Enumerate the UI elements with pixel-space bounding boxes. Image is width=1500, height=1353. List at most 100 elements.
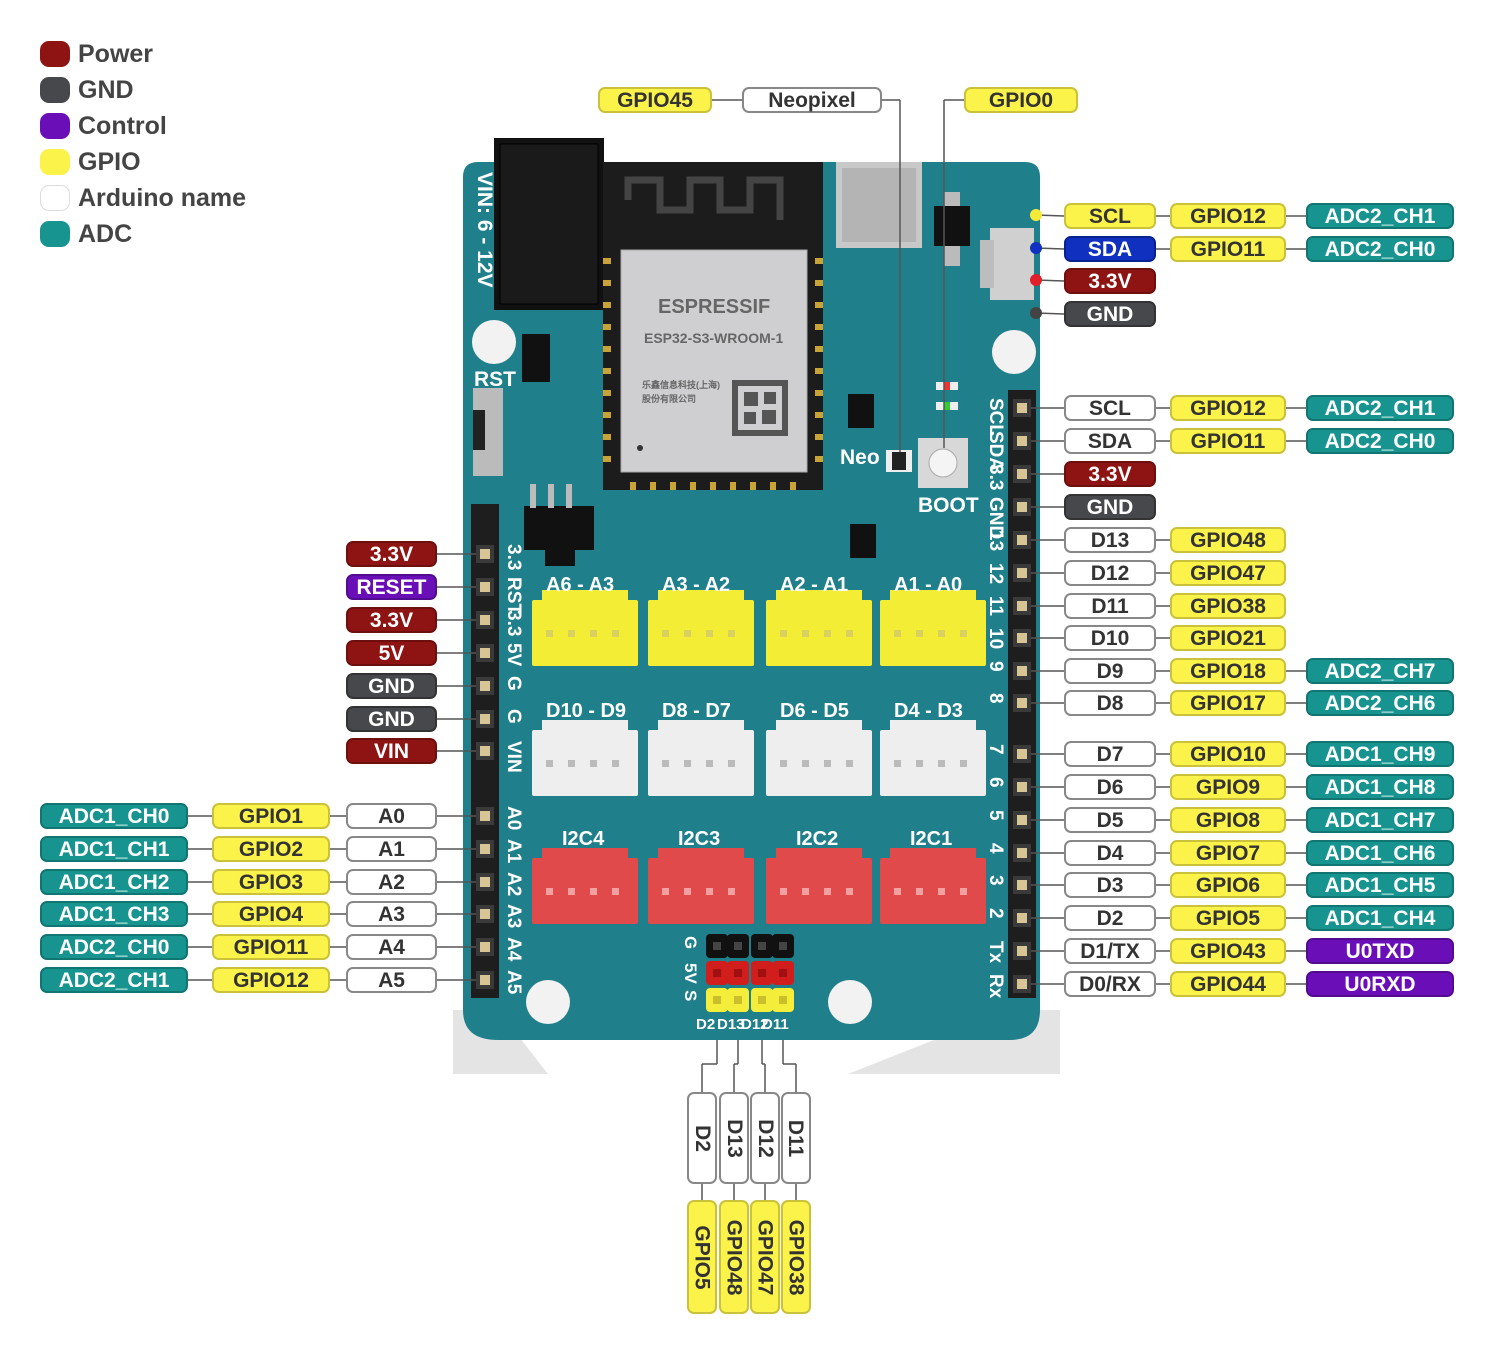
header-pin-pad	[1017, 782, 1027, 792]
module-maker-2: 股份有限公司	[642, 394, 697, 404]
right-pin-11-name: D6	[1064, 774, 1156, 800]
connector-label-analog_row-1: A3 - A2	[662, 574, 731, 596]
right-silk-10: 7	[985, 744, 1006, 755]
right-pin-9-func: ADC2_CH6	[1306, 690, 1454, 716]
grove-pin	[780, 630, 787, 637]
legend-swatch	[40, 113, 70, 139]
bottom-pin-1-gpio: GPIO48	[719, 1200, 749, 1314]
header-pin-pad	[1017, 601, 1027, 611]
grove-pin	[916, 760, 923, 767]
bottom-pin-0-name-text: D2	[690, 1124, 714, 1152]
grove-pin	[802, 760, 809, 767]
connector-label-digital_row-0: D10 - D9	[546, 700, 627, 722]
bottom-pin-name-2: D12	[741, 1016, 769, 1033]
connector-label-i2c_row-1: I2C3	[678, 828, 721, 850]
servo-header-pad	[734, 942, 742, 950]
right-silk-9: 8	[985, 693, 1006, 704]
servo-header-pad	[713, 996, 721, 1004]
left-analog-2-name: A2	[346, 869, 437, 895]
grove-pin	[706, 888, 713, 895]
legend-item-gnd: GND	[40, 72, 246, 108]
right-pin-6-gpio: GPIO38	[1170, 593, 1286, 619]
module-model: ESP32-S3-WROOM-1	[644, 330, 784, 346]
header-pin-pad	[480, 615, 490, 625]
left-analog-5-gpio: GPIO12	[212, 967, 330, 993]
grove-pin	[568, 888, 575, 895]
grove-pin	[662, 760, 669, 767]
left-analog-0-adc: ADC1_CH0	[40, 803, 188, 829]
right-pin-15-name: D2	[1064, 905, 1156, 931]
i2c-gpio-0: GPIO12	[1170, 203, 1286, 229]
neopixel-label: Neopixel	[742, 87, 882, 113]
left-analog-5-adc: ADC2_CH1	[40, 967, 188, 993]
grove-pin	[960, 888, 967, 895]
bottom-silk-0: G	[681, 936, 700, 950]
right-pin-16-func: U0TXD	[1306, 938, 1454, 964]
right-silk-14: 3	[985, 875, 1006, 886]
right-pin-5-gpio: GPIO47	[1170, 560, 1286, 586]
mounting-hole	[992, 330, 1036, 374]
right-pin-4-name: D13	[1064, 527, 1156, 553]
connector-label-digital_row-2: D6 - D5	[780, 700, 849, 722]
header-pin-pad	[480, 582, 490, 592]
legend-item-control: Control	[40, 108, 246, 144]
right-silk-5: 12	[985, 563, 1006, 585]
grove-pin	[546, 760, 553, 767]
grove-pin	[824, 888, 831, 895]
servo-header-pad	[758, 942, 766, 950]
right-pin-12-gpio: GPIO8	[1170, 807, 1286, 833]
bottom-pin-2-name: D12	[750, 1092, 780, 1184]
grove-connector-lip	[658, 848, 744, 860]
bottom-pin-3-gpio: GPIO38	[781, 1200, 811, 1314]
grove-pin	[802, 888, 809, 895]
right-silk-13: 4	[985, 843, 1006, 854]
right-pin-8-gpio: GPIO18	[1170, 658, 1286, 684]
legend-label: Control	[78, 111, 167, 140]
servo-header-pad	[734, 969, 742, 977]
header-pin-pad	[1017, 979, 1027, 989]
right-pin-4-gpio: GPIO48	[1170, 527, 1286, 553]
legend-swatch	[40, 41, 70, 67]
left-silk-bottom-2: A2	[503, 872, 524, 897]
mounting-hole	[526, 980, 570, 1024]
grove-connector	[532, 600, 638, 666]
servo-header-pad	[713, 969, 721, 977]
i2c-label-2: 3.3V	[1064, 268, 1156, 294]
bottom-pin-1-name-text: D13	[722, 1118, 746, 1158]
i2c-wire-dot	[1030, 307, 1042, 319]
connector-label-analog_row-3: A1 - A0	[894, 574, 963, 596]
grove-connector	[532, 858, 638, 924]
header-pin-pad	[1017, 666, 1027, 676]
grove-pin	[546, 630, 553, 637]
left-silk-top-4: G	[503, 676, 524, 691]
grove-pin	[960, 630, 967, 637]
bottom-pin-0-gpio-text: GPIO5	[690, 1224, 714, 1290]
left-power-pin-6: VIN	[346, 738, 437, 764]
legend-label: ADC	[78, 219, 133, 248]
right-silk-6: 11	[985, 596, 1006, 617]
grove-connector	[648, 730, 754, 796]
right-pin-17-func: U0RXD	[1306, 971, 1454, 997]
grove-connector-lip	[542, 848, 628, 860]
grove-pin	[894, 888, 901, 895]
servo-header-pad	[758, 996, 766, 1004]
right-pin-13-func: ADC1_CH6	[1306, 840, 1454, 866]
grove-pin	[894, 630, 901, 637]
left-power-pin-4: GND	[346, 673, 437, 699]
right-silk-16: Tx	[985, 941, 1006, 964]
left-power-pin-5: GND	[346, 706, 437, 732]
connector-label-digital_row-1: D8 - D7	[662, 700, 731, 722]
grove-pin	[684, 630, 691, 637]
right-pin-16-name: D1/TX	[1064, 938, 1156, 964]
grove-pin	[662, 888, 669, 895]
left-silk-top-2: 3.3	[503, 610, 524, 637]
grove-pin	[916, 630, 923, 637]
left-silk-top-5: G	[503, 709, 524, 724]
servo-header-pad	[779, 942, 787, 950]
i2c-jst-connector	[990, 228, 1034, 300]
grove-pin	[612, 630, 619, 637]
header-pin-pad	[1017, 815, 1027, 825]
left-silk-top-3: 5V	[503, 643, 524, 667]
connector-label-analog_row-0: A6 - A3	[546, 574, 615, 596]
